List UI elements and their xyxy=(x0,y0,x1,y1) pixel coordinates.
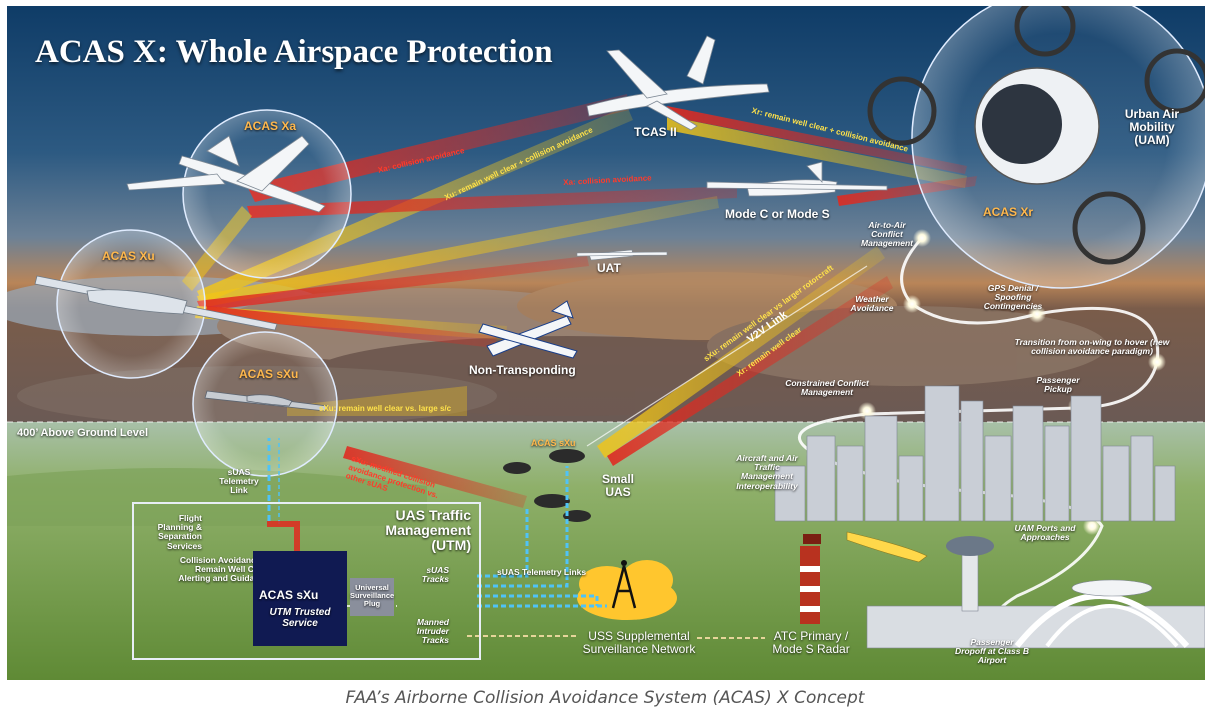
illustration: ACAS X: Whole Airspace Protection ACAS X… xyxy=(7,6,1205,680)
atc-label: ATC Primary / Mode S Radar xyxy=(763,630,859,656)
utm-telemetry: sUAS Telemetry Link xyxy=(213,468,265,496)
label-acas-xa: ACAS Xa xyxy=(244,120,296,133)
label-small-uas: Small UAS xyxy=(602,473,634,499)
uam-air-to-air: Air-to-Air Conflict Management xyxy=(853,221,921,249)
beam-label-sxu-large: sXu: remain well clear vs. large s/c xyxy=(319,404,451,413)
uam-transition: Transition from on-wing to hover (new co… xyxy=(1003,338,1181,356)
utm-sxu-label: ACAS sXu xyxy=(259,589,318,602)
radar-tower-icon xyxy=(800,534,821,624)
page-title: ACAS X: Whole Airspace Protection xyxy=(35,34,553,71)
uss-cloud-icon xyxy=(577,560,677,620)
uam-gps: GPS Denial / Spoofing Contingencies xyxy=(973,284,1053,312)
utm-universal: Universal Surveillance Plug xyxy=(350,584,394,608)
uam-weather: Weather Avoidance xyxy=(843,295,901,313)
uss-label: USS Supplemental Surveillance Network xyxy=(569,630,709,656)
label-modec: Mode C or Mode S xyxy=(725,208,830,221)
utm-manned: Manned Intruder Tracks xyxy=(401,618,449,646)
label-uam: Urban Air Mobility (UAM) xyxy=(1112,108,1192,147)
utm-title: UAS Traffic Management (UTM) xyxy=(343,508,471,553)
utm-flight-planning: Flight Planning & Separation Services xyxy=(147,514,202,551)
label-acas-sxu-drone: ACAS sXu xyxy=(531,439,576,449)
label-acas-xu: ACAS Xu xyxy=(102,250,155,263)
uam-ports: UAM Ports and Approaches xyxy=(1007,524,1083,542)
uam-pickup: Passenger Pickup xyxy=(1025,376,1091,394)
label-tcas: TCAS II xyxy=(634,126,677,139)
utm-telemetry-links: sUAS Telemetry Links xyxy=(497,568,586,577)
figure-caption: FAA’s Airborne Collision Avoidance Syste… xyxy=(0,688,1210,708)
uam-atm: Aircraft and Air Traffic Management Inte… xyxy=(729,454,805,491)
uam-constrained: Constrained Conflict Management xyxy=(777,379,877,397)
utm-trusted: UTM Trusted Service xyxy=(259,608,341,630)
label-nontransponding: Non-Transponding xyxy=(469,364,576,377)
label-acas-xr: ACAS Xr xyxy=(983,206,1033,219)
label-altitude: 400’ Above Ground Level xyxy=(17,428,148,440)
utm-suas-tracks: sUAS Tracks xyxy=(411,566,449,584)
uam-dropoff: Passenger Dropoff at Class B Airport xyxy=(955,638,1029,666)
label-uat: UAT xyxy=(597,262,621,275)
label-acas-sxu: ACAS sXu xyxy=(239,368,298,381)
